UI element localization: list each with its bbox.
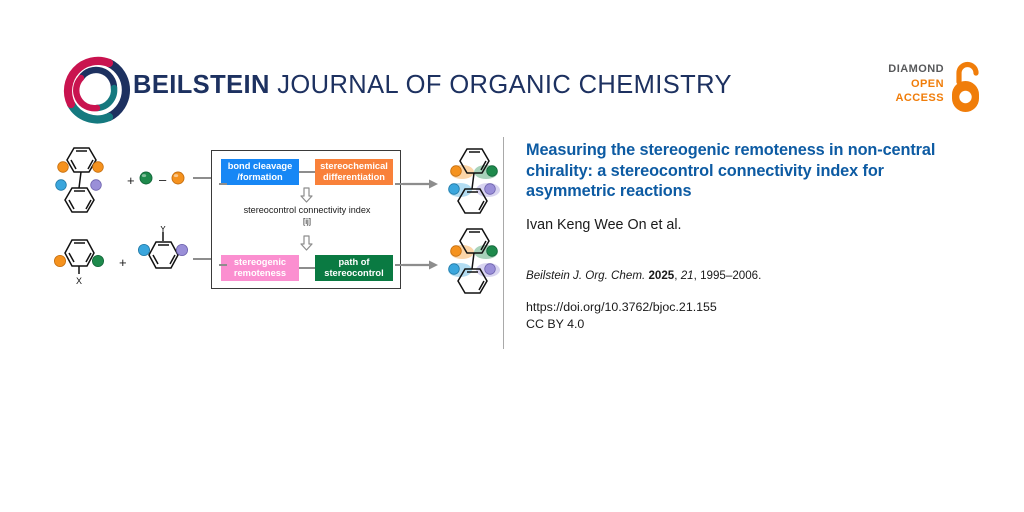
label-bond-cleavage-line2: /formation xyxy=(237,172,283,182)
citation-journal: Beilstein J. Org. Chem. xyxy=(526,268,646,282)
article-title: Measuring the stereogenic remoteness in … xyxy=(526,141,936,200)
reactant-aryl-y-structure: Y xyxy=(132,224,194,293)
graphical-abstract: + – xyxy=(40,138,500,303)
reactant-biaryl-structure xyxy=(50,142,112,223)
reagent-green-circle-icon xyxy=(139,171,153,190)
journal-title-bold: BEILSTEIN xyxy=(133,71,270,99)
citation-sep1: , xyxy=(674,268,678,282)
journal-title: BEILSTEIN JOURNAL OF ORGANIC CHEMISTRY xyxy=(133,70,732,100)
plus-sign-top: + xyxy=(127,173,135,188)
label-bond-cleavage-formation: bond cleavage /formation xyxy=(221,159,299,185)
article-doi-link[interactable]: https://doi.org/10.3762/bjoc.21.155 xyxy=(526,299,717,314)
box-outlet-top xyxy=(395,183,405,185)
block-arrow-down-lower-icon xyxy=(300,235,313,251)
connector-top xyxy=(299,171,315,174)
substituent-y-label: Y xyxy=(160,226,166,234)
label-stereogenic-remoteness: stereogenic remoteness xyxy=(221,255,299,281)
article-authors: Ivan Keng Wee On et al. xyxy=(526,216,682,233)
citation-pages: 1995–2006. xyxy=(700,268,762,282)
open-access-access-label: ACCESS xyxy=(895,92,944,104)
label-stereogenic-line2: remoteness xyxy=(233,268,287,278)
beilstein-spiral-logo-icon xyxy=(57,52,133,128)
reactant-aryl-x-structure: X xyxy=(48,232,110,297)
label-path-line2: stereocontrol xyxy=(324,268,384,278)
open-access-badge: DIAMOND OPEN ACCESS xyxy=(866,60,986,118)
open-access-diamond-label: DIAMOND xyxy=(888,63,944,75)
stereocontrol-connectivity-index-text: stereocontrol connectivity index xyxy=(243,205,371,215)
citation-sep2: , xyxy=(693,268,697,282)
article-citation: Beilstein J. Org. Chem. 2025, 21, 1995–2… xyxy=(526,268,966,283)
product-arrow-bottom-icon xyxy=(403,258,439,270)
box-outlet-bottom xyxy=(395,264,405,266)
reaction-line-bottom xyxy=(193,258,219,260)
substituent-x-label: X xyxy=(76,276,82,286)
article-license: CC BY 4.0 xyxy=(526,317,585,331)
connectivity-index-subscript: [ij] xyxy=(303,217,311,226)
column-divider xyxy=(503,137,504,349)
label-stereochemical-differentiation: stereochemical differentiation xyxy=(315,159,393,185)
label-stereochemical-line2: differentiation xyxy=(323,172,385,182)
reaction-line-top xyxy=(193,177,219,179)
article-info: Measuring the stereogenic remoteness in … xyxy=(526,140,966,334)
box-inlet-top xyxy=(219,183,227,185)
journal-title-rest: JOURNAL OF ORGANIC CHEMISTRY xyxy=(269,71,732,99)
citation-year: 2025 xyxy=(648,268,675,282)
masthead: BEILSTEIN JOURNAL OF ORGANIC CHEMISTRY D… xyxy=(0,0,1024,130)
open-padlock-icon xyxy=(950,60,986,114)
open-access-open-label: OPEN xyxy=(911,77,944,90)
box-inlet-bottom xyxy=(219,264,227,266)
product-biaryl-top-structure xyxy=(442,146,506,223)
plus-sign-bottom: + xyxy=(119,255,127,270)
citation-volume: 21 xyxy=(680,268,694,282)
label-stereogenic-line1: stereogenic xyxy=(233,256,287,267)
label-path-line1: path of xyxy=(338,256,370,267)
open-access-words: DIAMOND OPEN ACCESS xyxy=(866,62,944,106)
leaving-group-orange-circle-icon xyxy=(171,171,185,190)
block-arrow-down-upper-icon xyxy=(300,187,313,203)
minus-sign-top: – xyxy=(159,172,167,187)
product-biaryl-bottom-structure xyxy=(442,226,506,303)
label-stereochemical-line1: stereochemical xyxy=(320,160,388,171)
label-path-of-stereocontrol: path of stereocontrol xyxy=(315,255,393,281)
stereocontrol-connectivity-box: bond cleavage /formation stereochemical … xyxy=(211,150,401,289)
connector-bottom xyxy=(299,267,315,270)
label-bond-cleavage-line1: bond cleavage xyxy=(227,160,293,171)
product-arrow-top-icon xyxy=(403,177,439,189)
